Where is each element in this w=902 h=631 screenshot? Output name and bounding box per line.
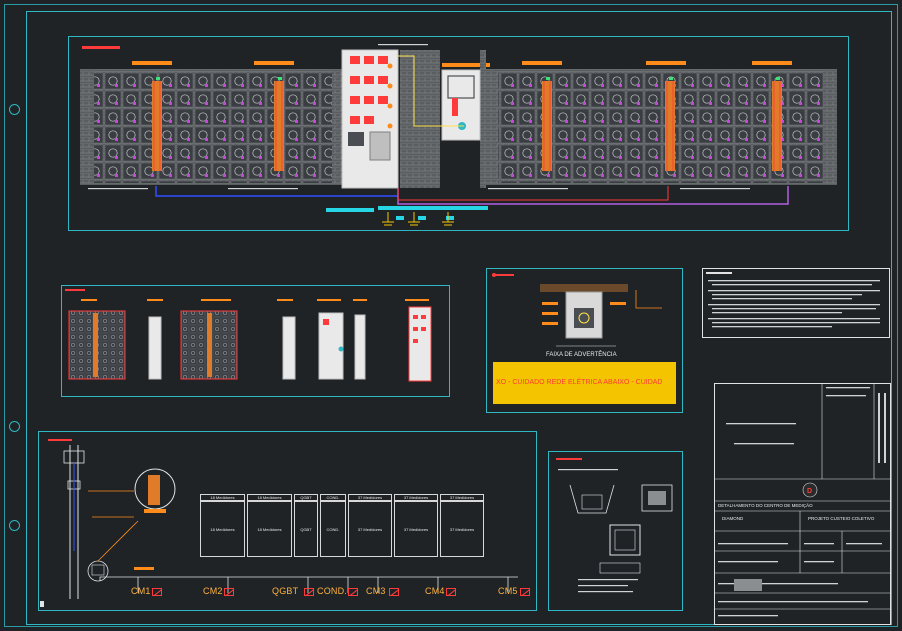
circuit-label-qgbt: QGBT xyxy=(272,586,299,596)
table-cell: QGBT xyxy=(294,501,318,557)
breaker-box-icon xyxy=(152,588,162,596)
breaker-box-icon xyxy=(446,588,456,596)
sections-panel xyxy=(61,285,450,397)
svg-text:D: D xyxy=(807,488,812,495)
circuit-label-cm4: CM4 xyxy=(425,586,445,596)
notes-lines xyxy=(706,272,880,328)
breaker-box-icon xyxy=(224,588,234,596)
title-block-project: PROJETO CUSTEIO COLETIVO xyxy=(808,516,875,521)
riser-diagram-drawing xyxy=(40,439,518,607)
riser-diagram-panel xyxy=(38,431,537,611)
breaker-box-icon xyxy=(348,588,358,596)
main-elevation-panel xyxy=(68,36,849,231)
ground-symbol-icon xyxy=(382,212,454,226)
table-header: 37 Medidores xyxy=(394,494,438,501)
warning-detail-panel xyxy=(486,268,683,413)
title-block-owner: DIAMOND xyxy=(722,516,744,521)
table-cell: COND. xyxy=(320,501,346,557)
sections-drawing xyxy=(65,289,432,382)
circuit-label-cm5: CM5 xyxy=(498,586,518,596)
breaker-box-icon xyxy=(304,588,314,596)
table-cell: 37 Medidores xyxy=(348,501,392,557)
table-header: QGBT xyxy=(294,494,318,501)
table-cell: 18 Medidores xyxy=(200,501,245,557)
box-detail-drawing xyxy=(556,458,673,593)
breaker-box-icon xyxy=(520,588,530,596)
binder-hole-icon xyxy=(9,104,20,115)
title-block xyxy=(714,383,891,625)
table-header: 18 Medidores xyxy=(247,494,292,501)
warning-tape xyxy=(493,362,676,404)
sheet-inner-frame xyxy=(26,11,892,625)
table-header: 37 Medidores xyxy=(440,494,484,501)
sheet-outer-frame xyxy=(4,4,898,627)
breaker-box-icon xyxy=(389,588,399,596)
trench-detail-drawing xyxy=(492,273,673,389)
warning-tape-text: XO - CUIDADO REDE ELÉTRICA ABAIXO - CUID… xyxy=(496,379,663,386)
title-block-lines: D xyxy=(714,383,891,617)
table-cell: 18 Medidores xyxy=(247,501,292,557)
binder-hole-icon xyxy=(9,520,20,531)
table-header: 37 Medidores xyxy=(348,494,392,501)
table-header: COND. xyxy=(320,494,346,501)
table-cell: 37 Medidores xyxy=(394,501,438,557)
circuit-label-cm2: CM2 xyxy=(203,586,223,596)
warning-tape-caption: FAIXA DE ADVERTÊNCIA xyxy=(546,352,617,358)
box-detail-panel xyxy=(548,451,683,611)
circuit-label-cm3: CM3 xyxy=(366,586,386,596)
binder-hole-icon xyxy=(9,421,20,432)
main-elevation-drawing xyxy=(80,44,837,226)
notes-panel xyxy=(702,268,890,338)
table-header: 18 Medidores xyxy=(200,494,245,501)
title-block-title: DETALHAMENTO DO CENTRO DE MEDIÇÃO xyxy=(718,503,813,508)
circuit-label-cm1: CM1 xyxy=(131,586,151,596)
circuit-label-cond: COND. xyxy=(317,586,347,596)
meter-icon xyxy=(87,560,109,582)
table-cell: 37 Medidores xyxy=(440,501,484,557)
